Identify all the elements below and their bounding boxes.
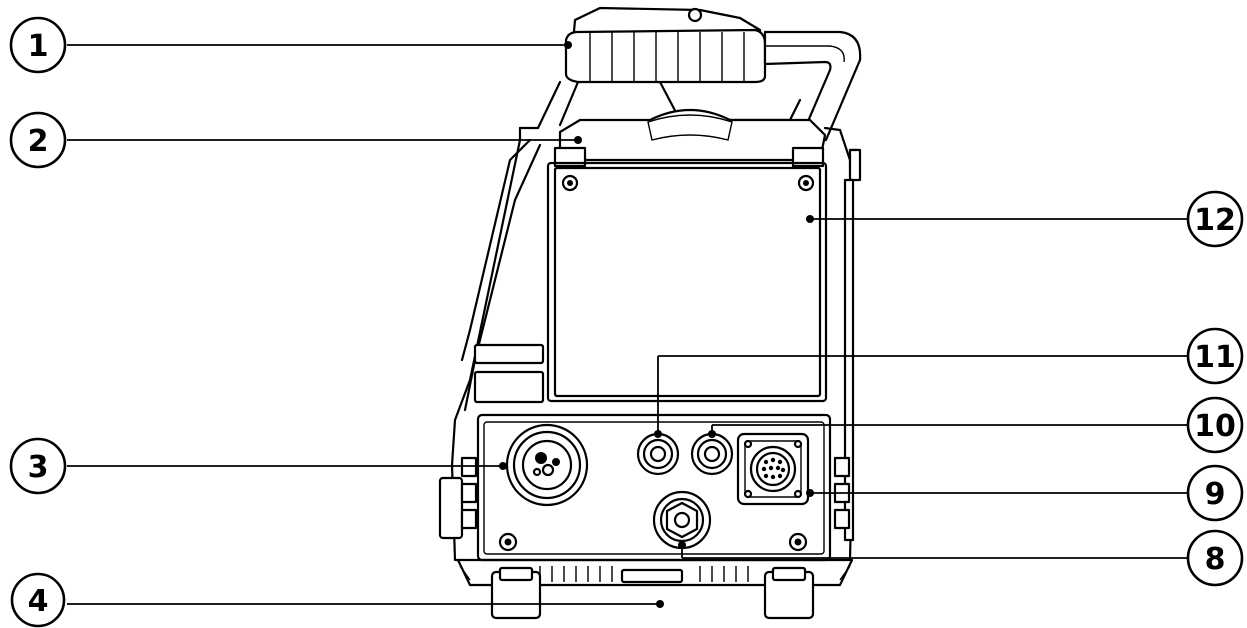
cover-window bbox=[546, 161, 828, 403]
side-bracket bbox=[438, 343, 851, 540]
callout-8: 8 bbox=[1186, 529, 1244, 587]
coolant-coupling-left bbox=[636, 432, 680, 476]
callout-4: 4 bbox=[10, 572, 66, 628]
leader-lines bbox=[67, 41, 1188, 608]
leader-2 bbox=[67, 136, 582, 144]
carry-handle bbox=[518, 6, 862, 142]
callout-11: 11 bbox=[1186, 327, 1244, 385]
connector-panel bbox=[476, 413, 832, 562]
callout-10-label: 10 bbox=[1194, 409, 1236, 444]
cover-screw-top-right bbox=[797, 174, 815, 192]
coolant-coupling-right bbox=[690, 432, 734, 476]
callout-9: 9 bbox=[1186, 464, 1244, 522]
callout-3-label: 3 bbox=[28, 450, 49, 485]
leader-11 bbox=[654, 355, 1188, 438]
panel-screw-left bbox=[498, 532, 518, 552]
leader-9 bbox=[806, 489, 1188, 497]
callout-3: 3 bbox=[9, 437, 67, 495]
leader-1 bbox=[67, 41, 572, 49]
gas-connection bbox=[652, 490, 712, 550]
device-illustration bbox=[438, 6, 862, 620]
callout-12-label: 12 bbox=[1194, 203, 1236, 238]
lid-lock-bar bbox=[553, 108, 827, 168]
cabinet bbox=[450, 126, 862, 562]
callout-11-label: 11 bbox=[1194, 340, 1236, 375]
leader-8 bbox=[678, 541, 1188, 559]
callout-2-label: 2 bbox=[28, 124, 49, 159]
callout-4-label: 4 bbox=[28, 584, 49, 619]
callout-9-label: 9 bbox=[1205, 477, 1226, 512]
callout-8-label: 8 bbox=[1205, 542, 1226, 577]
callouts: 1 2 3 4 8 9 10 11 bbox=[9, 16, 1244, 628]
leader-3 bbox=[67, 462, 507, 470]
leader-4 bbox=[67, 600, 664, 608]
cover-screw-top-left bbox=[561, 174, 579, 192]
control-socket bbox=[736, 432, 810, 506]
callout-2: 2 bbox=[9, 111, 67, 169]
callout-10: 10 bbox=[1186, 396, 1244, 454]
panel-screw-right bbox=[788, 532, 808, 552]
leader-10 bbox=[708, 424, 1188, 438]
callout-1-label: 1 bbox=[28, 29, 49, 64]
base-feet bbox=[456, 558, 854, 620]
callout-1: 1 bbox=[9, 16, 67, 74]
callout-12: 12 bbox=[1186, 190, 1244, 248]
central-torch-connector bbox=[505, 423, 589, 507]
leader-12 bbox=[806, 215, 1188, 223]
